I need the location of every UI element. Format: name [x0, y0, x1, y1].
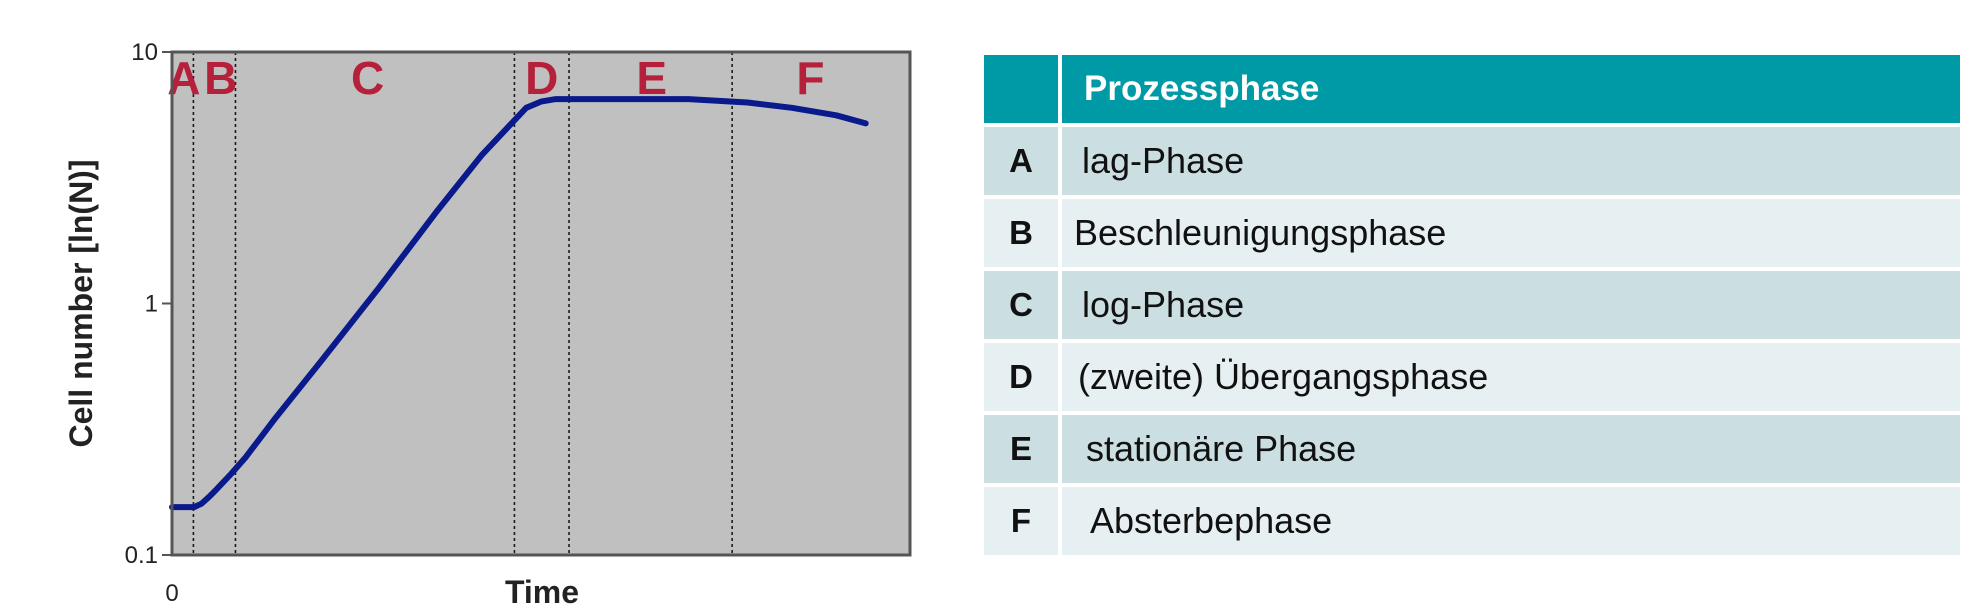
phase-label-f: F [796, 52, 824, 104]
phase-label-b: B [204, 52, 237, 104]
table-row: B Beschleunigungsphase [984, 199, 1960, 267]
cell-number-series-line [169, 96, 869, 511]
phase-label-d: D [525, 52, 558, 104]
x-axis-title: Time [505, 574, 579, 610]
phase-key-cell: F [984, 487, 1062, 555]
x-tick-label: 0 [165, 580, 178, 607]
phase-key-cell: E [984, 415, 1062, 483]
phase-label-e: E [636, 52, 667, 104]
phase-key-cell: C [984, 271, 1062, 339]
phase-key-cell: D [984, 343, 1062, 411]
phase-name-cell: Absterbephase [1062, 487, 1960, 555]
header-key-cell [984, 55, 1062, 123]
y-tick-label: 1 [145, 291, 158, 318]
phase-name-cell: stationäre Phase [1062, 415, 1960, 483]
y-tick-label: 10 [131, 39, 158, 66]
phase-name-cell: (zweite) Übergangsphase [1062, 343, 1960, 411]
table-row: F Absterbephase [984, 487, 1960, 555]
table-row: E stationäre Phase [984, 415, 1960, 483]
phase-name-cell: Beschleunigungsphase [1062, 199, 1960, 267]
phase-key-cell: A [984, 127, 1062, 195]
table-row: C log-Phase [984, 271, 1960, 339]
phase-name-cell: log-Phase [1062, 271, 1960, 339]
header-prozessphase: Prozessphase [1062, 55, 1960, 123]
table-row: A lag-Phase [984, 127, 1960, 195]
table-row: D (zweite) Übergangsphase [984, 343, 1960, 411]
process-phase-table: Prozessphase A lag-Phase B Beschleunigun… [984, 51, 1960, 559]
y-axis-title: Cell number [ln(N)] [63, 160, 99, 448]
phase-label-c: C [351, 52, 384, 104]
plot-area [172, 52, 910, 555]
plot-frame [170, 50, 912, 557]
table-header-row: Prozessphase [984, 55, 1960, 123]
axis-ticks: 10 1 0.1 0 [125, 39, 179, 607]
y-tick-label: 0.1 [125, 542, 158, 569]
phase-key-cell: B [984, 199, 1062, 267]
phase-name-cell: lag-Phase [1062, 127, 1960, 195]
